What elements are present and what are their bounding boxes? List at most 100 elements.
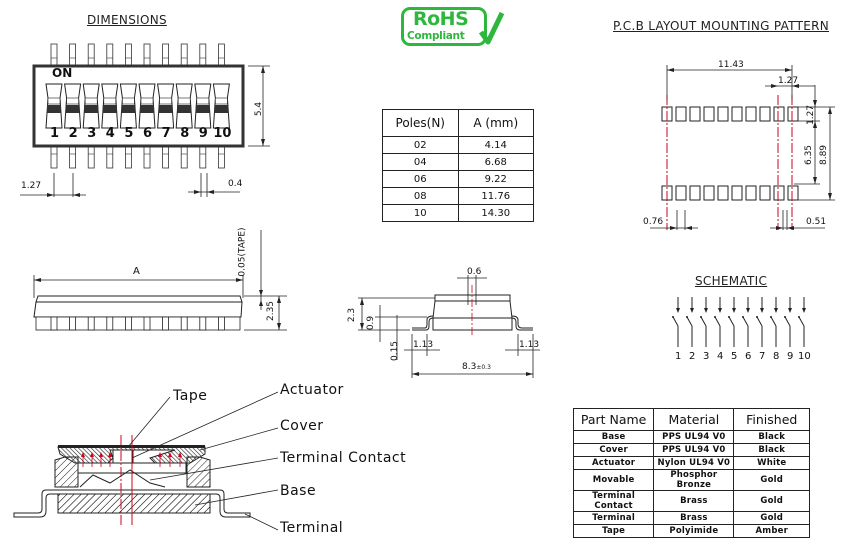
switch-slider <box>214 105 229 113</box>
side-pin <box>106 316 114 331</box>
materials-table-cell: Base <box>572 430 655 444</box>
dim-span-8-3: 8.3±0.3 <box>462 362 491 372</box>
side-pin <box>180 316 188 331</box>
materials-table-cell: Gold <box>733 469 810 491</box>
poles-table-cell: 06 <box>382 170 459 188</box>
materials-table-cell: White <box>733 456 810 470</box>
schematic-number: 6 <box>745 351 752 362</box>
pcb-pad-top <box>731 106 743 122</box>
pcb-pad-top <box>675 106 687 122</box>
pcb-pad-bottom <box>731 185 743 201</box>
bottom-pin <box>50 145 58 169</box>
top-pin <box>69 43 76 67</box>
col-part-name: Part Name <box>572 408 655 431</box>
bottom-pin <box>69 145 76 169</box>
materials-table-cell: Black <box>733 443 810 457</box>
col-material: Material <box>653 408 735 431</box>
switch-contact <box>798 316 805 327</box>
dim-length-a: A <box>133 266 140 277</box>
switch-number: 6 <box>143 126 153 141</box>
side-pin <box>199 316 207 331</box>
switch-number: 1 <box>50 126 60 141</box>
schematic-number: 8 <box>773 351 780 362</box>
poles-table-cell: 6.68 <box>457 153 534 171</box>
pcb-dim-pitch-1-27: 1.27 <box>778 76 799 86</box>
switch-number: 9 <box>198 126 208 141</box>
pcb-dim-inner-6-35: 6.35 <box>804 144 815 166</box>
materials-table-cell: Movable <box>572 469 655 491</box>
pcb-dim-gap-0-51: 0.51 <box>806 217 827 227</box>
materials-table-cell: Actuator <box>572 456 655 470</box>
schematic-number: 3 <box>703 351 710 362</box>
label-base: Base <box>280 483 317 499</box>
poles-table-cell: 02 <box>382 136 459 154</box>
pcb-pad-bottom <box>689 185 701 201</box>
cross-section-drawing <box>13 391 279 531</box>
pcb-pad-bottom <box>773 185 785 201</box>
bottom-pin <box>217 145 225 169</box>
pcb-pad-top <box>717 106 729 122</box>
poles-table-cell: 04 <box>382 153 459 171</box>
materials-table-cell: Terminal Contact <box>572 490 655 512</box>
poles-table-cell: 10 <box>382 204 459 222</box>
materials-table-cell: Brass <box>653 511 735 525</box>
dim-actuator-0-6: 0.6 <box>467 267 482 277</box>
switch-contact <box>770 316 777 327</box>
pcb-pad-bottom <box>675 185 687 201</box>
dim-pin-width-0-4: 0.4 <box>228 179 243 189</box>
dim-lead-0-15: 0.15 <box>390 340 401 362</box>
end-view-drawing <box>358 275 540 378</box>
switch-number: 2 <box>68 126 78 141</box>
schematic-number: 2 <box>689 351 696 362</box>
switch-contact <box>742 316 749 327</box>
switch-slider <box>158 105 173 113</box>
label-terminal-contact: Terminal Contact <box>280 450 407 466</box>
dim-tape-thickness: 0.05(TAPE) <box>237 227 248 277</box>
col-finished: Finished <box>733 408 810 431</box>
schematic-title: SCHEMATIC <box>695 274 768 288</box>
pcb-pad-bottom <box>787 185 799 201</box>
pcb-dim-pad-length-1-27: 1.27 <box>806 104 817 126</box>
materials-table-cell: Nylon UL94 V0 <box>653 456 735 470</box>
switch-number: 7 <box>161 126 171 141</box>
materials-table-cell: Phosphor Bronze <box>653 469 735 491</box>
poles-table-cell: 4.14 <box>457 136 534 154</box>
materials-table-cell: Terminal <box>572 511 655 525</box>
side-pin <box>69 316 76 331</box>
bottom-pin <box>162 145 170 169</box>
materials-table-cell: Polyimide <box>653 524 735 538</box>
switch-number: 4 <box>105 126 115 141</box>
dim-span-tolerance: ±0.3 <box>476 364 491 371</box>
poles-table-cell: 08 <box>382 187 459 205</box>
switch-slider <box>47 105 61 113</box>
materials-table-cell: Brass <box>653 490 735 512</box>
top-pin <box>143 43 151 67</box>
poles-table-cell: 11.76 <box>457 187 534 205</box>
schematic-number: 7 <box>759 351 766 362</box>
side-pin <box>87 316 95 331</box>
pcb-pad-bottom <box>717 185 729 201</box>
switch-number: 8 <box>180 126 190 141</box>
switch-number: 3 <box>87 126 97 141</box>
top-pin <box>50 43 58 67</box>
bottom-pin <box>87 145 95 169</box>
pcb-layout-title: P.C.B LAYOUT MOUNTING PATTERN <box>613 19 830 33</box>
dim-pitch-1-27: 1.27 <box>21 181 42 191</box>
switch-slider <box>195 105 210 113</box>
switch-number: 5 <box>124 126 134 141</box>
pcb-pad-top <box>689 106 701 122</box>
dim-lead-right-1-13: 1.13 <box>519 340 540 350</box>
materials-table-cell: Gold <box>733 490 810 512</box>
side-view-drawing <box>33 230 287 331</box>
switch-slider <box>140 105 154 113</box>
switch-contact <box>714 316 721 327</box>
